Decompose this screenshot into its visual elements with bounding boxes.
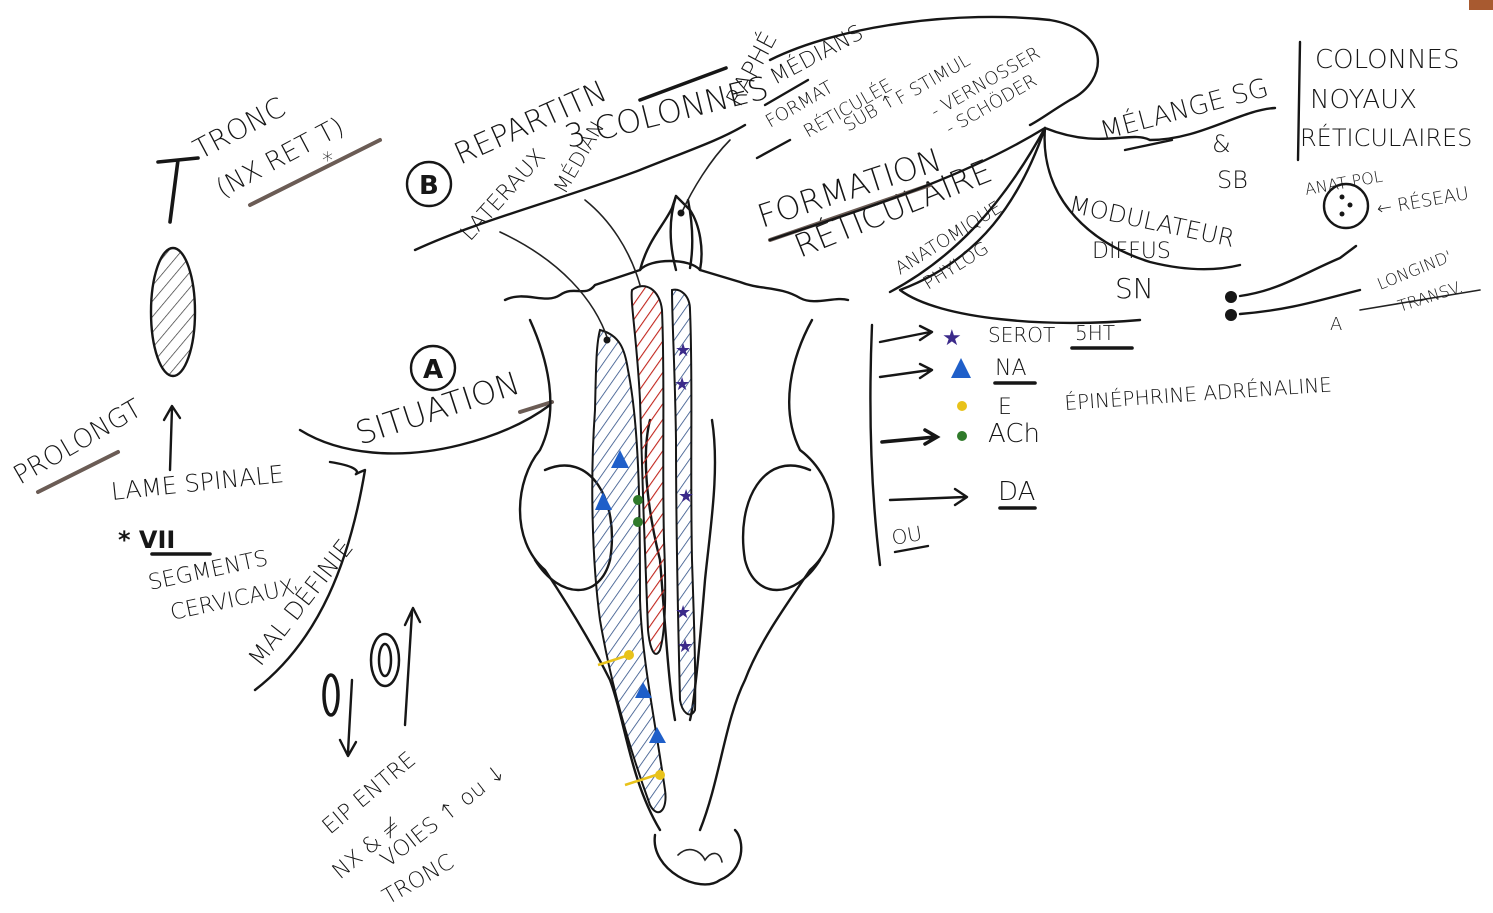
t-mark-icon — [158, 158, 198, 222]
eip-line1: EIP ENTRE — [318, 747, 421, 839]
pineal-inner — [671, 196, 692, 270]
legend-arrow-icon — [890, 489, 967, 505]
hatched-oval-icon — [151, 248, 195, 376]
down-arrow-icon — [340, 680, 356, 756]
pointer-dot — [604, 337, 611, 344]
legend-na: NA — [995, 356, 1027, 381]
situation-group: A SITUATION MAL DÉFINIE EIP ENTRE NX & ≠… — [242, 346, 552, 910]
legend-arrow-icon — [882, 430, 937, 444]
up-arrow-icon — [164, 406, 180, 470]
sb-label: SB — [1217, 166, 1248, 194]
ou-label: OU — [890, 521, 924, 550]
b-letter: B — [419, 171, 439, 201]
pathway-oval-icon — [324, 675, 338, 715]
diffus-label: DIFFUS — [1092, 239, 1171, 264]
sn-label: SN — [1115, 272, 1154, 305]
serotonin-star-icon: ★ — [675, 602, 691, 622]
melange-strike — [1125, 140, 1172, 150]
colonnes-label: COLONNES — [1315, 45, 1459, 75]
medulla-bottom — [655, 830, 742, 884]
pointer-dot — [678, 210, 685, 217]
serotonin-star-icon: ★ — [677, 636, 693, 656]
network-dot — [1340, 195, 1345, 200]
na-legend-icon — [951, 358, 971, 378]
network-dot — [1340, 212, 1345, 217]
legend-arrow-icon — [880, 364, 932, 378]
et-label: & — [1212, 130, 1231, 158]
serotonin-star-icon: ★ — [675, 340, 691, 360]
pathway-oval-2-icon — [371, 634, 399, 686]
lateral-pointer — [500, 232, 608, 340]
serotonin-star-icon: ★ — [678, 486, 694, 506]
serotonin-legend-icon: ★ — [942, 325, 962, 350]
legend-e: E — [998, 395, 1012, 420]
repartition-group: B REPARTITN 3 COLONNES LATERAUX MÉDIAN — [407, 68, 772, 250]
ach-dot-icon — [633, 517, 643, 527]
neurotransmitter-legend: ★ SEROT 5HT NA E ÉPINÉPHRINE ADRÉNALINE … — [870, 321, 1332, 565]
network-dot — [1348, 203, 1353, 208]
legend-bracket — [870, 325, 880, 565]
ach-dot-icon — [633, 495, 643, 505]
e-legend-icon — [957, 401, 967, 411]
reticulaires-label: RÉTICULAIRES — [1300, 123, 1472, 152]
legend-5ht: 5HT — [1075, 321, 1115, 345]
right-outline — [700, 320, 833, 830]
anat-pol-label: ANAT POL — [1303, 167, 1384, 199]
neuron-dot-icon — [1225, 291, 1237, 303]
brainstem-drawing: ★ ★ ★ ★ ★ — [500, 140, 848, 884]
formation-group: RAPHÉ MÉDIANS FORMAT RÉTICULÉE SUB ↑ F S… — [720, 17, 1275, 323]
serotonin-star-icon: ★ — [674, 374, 690, 394]
tronc-group: TRONC (NX RET T) * PROLONGT LAME SPINALE… — [9, 91, 381, 626]
legend-ach: ACh — [988, 419, 1040, 449]
a-mark: A — [1330, 314, 1342, 335]
e-dot-icon — [655, 770, 665, 780]
raphe-strike-2 — [757, 140, 790, 158]
neuron-dot-icon — [1225, 309, 1237, 321]
neuron-axon — [1240, 246, 1356, 296]
up-arrow-2-icon — [405, 608, 420, 725]
legend-arrow-icon — [880, 326, 932, 342]
legend-epinephrine: ÉPINÉPHRINE ADRÉNALINE — [1064, 372, 1333, 415]
spinal-section-icon — [678, 850, 722, 862]
pathway-oval-inner-icon — [379, 644, 391, 676]
vii-label: * VII — [118, 526, 175, 554]
legend-da: DA — [998, 477, 1035, 507]
a-letter: A — [423, 355, 443, 385]
reseau-label: ← RÉSEAU — [1375, 182, 1470, 220]
star-mark: * — [322, 149, 333, 174]
ach-legend-icon — [957, 431, 967, 441]
legend-serot: SEROT — [988, 323, 1055, 347]
lame-spinale-label: LAME SPINALE — [110, 460, 286, 506]
corner-mark — [1469, 0, 1493, 10]
noyaux-label: NOYAUX — [1310, 85, 1417, 115]
